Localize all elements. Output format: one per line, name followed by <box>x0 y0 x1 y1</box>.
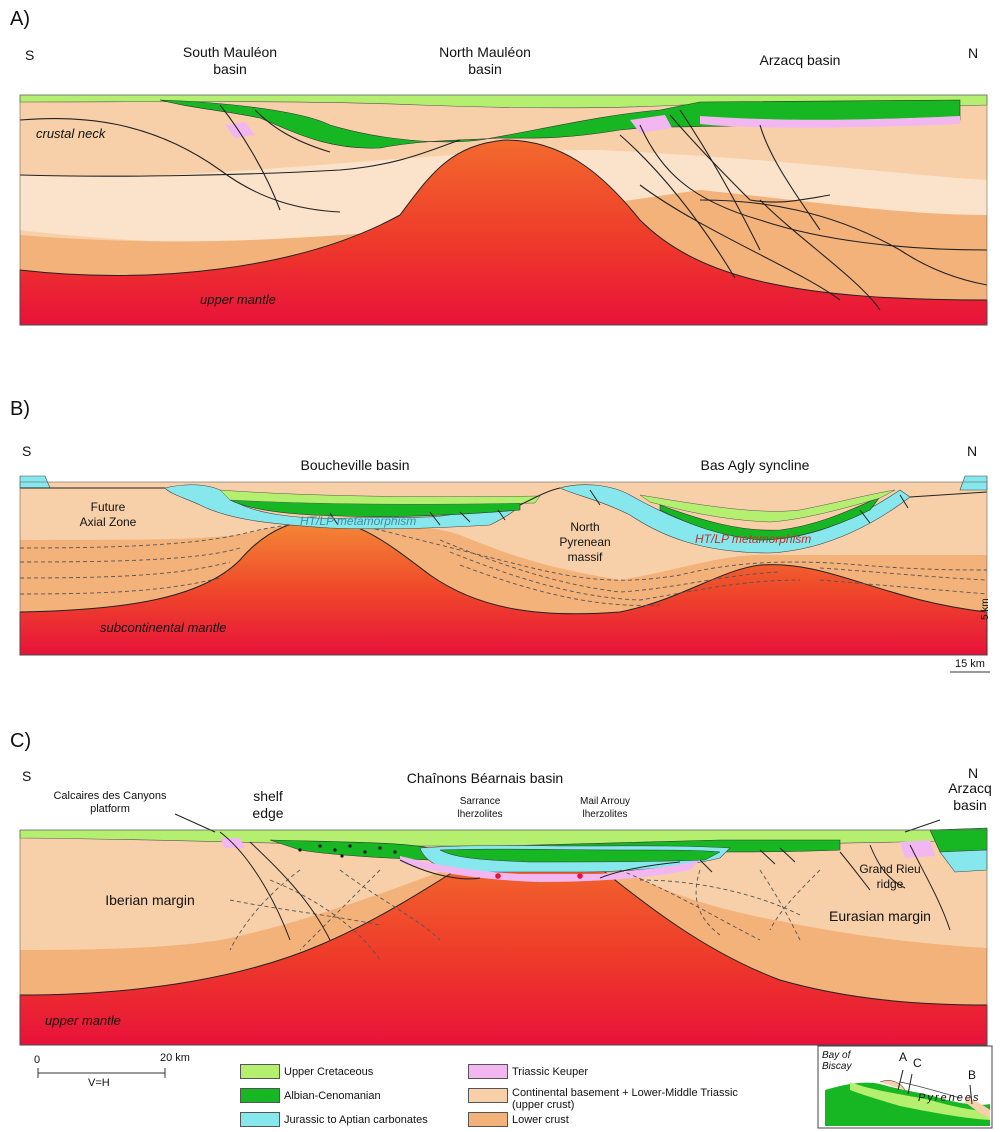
legend-swatch-albian <box>240 1088 280 1103</box>
section-c-lherzolite-markers <box>495 873 583 879</box>
inset-pyrenees-label: Pyrenees <box>918 1092 981 1104</box>
panel-b-horizontal-scale-label: 15 km <box>955 658 985 670</box>
panel-c-arzacq-label: Arzacq basin <box>948 780 992 813</box>
panel-c-eurasian-margin-label: Eurasian margin <box>829 908 931 924</box>
panel-c-sarrance-label: Sarrance lherzolites <box>457 796 503 820</box>
section-c <box>19 813 988 1046</box>
panel-a-south-mauleon-label: South Mauléon basin <box>182 44 278 77</box>
panel-c-letter: C) <box>10 730 32 752</box>
inset-bay-of-biscay-label: Bay of Biscay <box>822 1050 852 1072</box>
section-b <box>19 475 990 673</box>
scale-bar-zero: 0 <box>34 1054 41 1066</box>
panel-b-subcontinental-mantle-label: subcontinental mantle <box>100 620 227 635</box>
section-c-dashed-faults <box>229 869 821 961</box>
panel-c-upper-mantle-label: upper mantle <box>45 1013 121 1028</box>
panel-b-metamorphism-left-label: HT/LP metamorphism <box>300 514 417 528</box>
panel-a-south-label: S <box>25 47 35 63</box>
section-b-scale-lines <box>950 615 990 673</box>
legend-label-upper-crust: Continental basement + Lower-Middle Tria… <box>512 1087 738 1111</box>
panel-c-grand-rieu-label: Grand Rieu ridge <box>859 862 921 891</box>
panel-c-iberian-margin-label: Iberian margin <box>105 892 195 908</box>
section-b-mantle <box>19 519 988 656</box>
scale-bar-distance: 20 km <box>160 1052 190 1064</box>
section-c-keuper-central <box>400 856 700 882</box>
legend-swatch-jurassic <box>240 1112 280 1127</box>
section-a-mantle <box>19 139 988 326</box>
section-b-ltgreen-basagly <box>639 489 896 523</box>
legend-swatch-upper-crust <box>468 1088 508 1103</box>
scale-bar-lines <box>37 1068 166 1078</box>
panel-b-vertical-scale-label: 5 km <box>980 598 991 620</box>
section-b-green-basagly <box>659 496 881 541</box>
legend-swatch-lower-crust <box>468 1112 508 1127</box>
panel-a-upper-mantle-label: upper mantle <box>200 292 276 307</box>
section-b-ltgreen-boucheville <box>219 489 541 505</box>
section-b-cyan-boucheville <box>164 484 521 530</box>
panel-a-north-mauleon-label: North Mauléon basin <box>439 44 531 77</box>
panel-b-letter: B) <box>10 398 30 420</box>
section-c-right-block-green <box>929 827 988 853</box>
panel-b-metamorphism-right-label: HT/LP metamorphism <box>695 532 812 546</box>
legend-label-lower-crust: Lower crust <box>512 1114 569 1126</box>
panel-b-axial-zone-label: Future Axial Zone <box>79 500 137 529</box>
panel-b-boucheville-label: Boucheville basin <box>300 457 410 473</box>
panel-a-north-label: N <box>968 45 979 61</box>
inset-map <box>817 1045 993 1129</box>
panel-b-bas-agly-label: Bas Agly syncline <box>700 457 810 473</box>
panel-a-arzacq-label: Arzacq basin <box>759 52 841 68</box>
section-b-cyan-right <box>959 475 988 491</box>
panel-c-chainons-label: Chaînons Béarnais basin <box>406 770 564 786</box>
panel-a-letter: A) <box>10 8 30 30</box>
legend-label-jurassic: Jurassic to Aptian carbonates <box>284 1114 428 1126</box>
legend-label-upper-cretaceous: Upper Cretaceous <box>284 1066 374 1078</box>
panel-a-crustal-neck-label: crustal neck <box>36 126 106 141</box>
panel-b-south-label: S <box>22 443 32 459</box>
section-a-keuper-2 <box>225 122 255 138</box>
inset-a-label: A <box>899 1050 908 1064</box>
scale-bar-ratio: V=H <box>88 1077 110 1089</box>
legend-swatch-keuper <box>468 1064 508 1079</box>
section-b-faults <box>20 487 988 526</box>
panel-c-calcaires-label: Calcaires des Canyons platform <box>53 790 167 815</box>
section-a-keuper <box>700 116 960 128</box>
panel-c-north-label: N <box>968 765 979 781</box>
panel-b-north-pyrenean-massif-label: North Pyrenean massif <box>559 520 611 564</box>
legend-label-albian: Albian-Cenomanian <box>284 1090 381 1102</box>
panel-c-mail-arrouy-label: Mail Arrouy lherzolites <box>579 796 630 820</box>
section-a-keuper-3 <box>630 115 672 133</box>
section-c-right-block-keuper <box>900 840 935 858</box>
section-c-conglomerate-dots <box>298 844 397 858</box>
inset-c-label: C <box>913 1056 922 1070</box>
legend-label-keuper: Triassic Keuper <box>512 1066 589 1078</box>
panel-c-south-label: S <box>22 768 32 784</box>
panel-b-north-label: N <box>967 443 978 459</box>
section-a-faults <box>19 104 988 311</box>
inset-b-label: B <box>968 1068 977 1082</box>
section-a <box>19 94 988 326</box>
section-c-green-central <box>439 848 721 863</box>
legend-swatch-upper-cretaceous <box>240 1064 280 1079</box>
section-b-dashed-layering <box>19 523 988 606</box>
panel-c-shelf-edge-label: shelf edge <box>252 788 284 821</box>
